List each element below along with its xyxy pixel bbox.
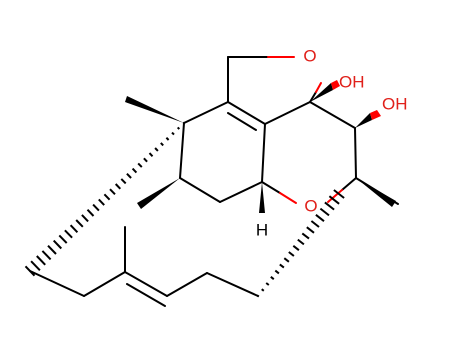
hashed-bond-tick (41, 250, 52, 261)
bond (315, 82, 322, 93)
wedge-bond-hydroxyl-red (370, 110, 381, 120)
double-bond-chain-b (126, 283, 166, 307)
hashed-bond-tick (154, 147, 159, 152)
bond (279, 192, 297, 204)
bond (309, 101, 356, 129)
wedge-bond-hydrogen (259, 182, 265, 213)
double-bond-chain-a (124, 271, 168, 297)
hashed-bond-tick (310, 220, 320, 228)
bond (166, 272, 208, 297)
hydroxyl-label: OH (382, 94, 408, 113)
hashed-bond-tick (120, 178, 127, 185)
hashed-bond-tick (109, 188, 116, 196)
hashed-bond-tick (126, 173, 132, 179)
hashed-bond-tick (328, 195, 340, 205)
wedge-bond-hydroxyl-red (331, 80, 340, 90)
hashed-bond-tick (256, 294, 260, 298)
hashed-bond-tick (114, 183, 122, 190)
hashed-bond-tick (58, 234, 68, 244)
wedge-bond-hydroxyl (310, 83, 333, 102)
bond (309, 91, 317, 103)
bond (261, 123, 266, 183)
hashed-bond-tick (143, 157, 148, 163)
hashed-bond-tick (301, 232, 310, 240)
hydrogen-atom-label: H (256, 220, 268, 239)
bond (206, 272, 259, 297)
hashed-bond-tick (333, 189, 345, 199)
hashed-bond-tick (265, 282, 270, 286)
bond (179, 177, 221, 203)
hashed-bond-tick (297, 238, 305, 246)
wedge-bond-hydroxyl (355, 113, 372, 128)
bond (264, 101, 311, 125)
hashed-bond-tick (47, 245, 57, 255)
oxygen-atom-label: O (304, 196, 317, 215)
hashed-bond-tick (69, 224, 79, 233)
single-bonds (29, 56, 399, 297)
wedge-bond-methyl (125, 96, 184, 123)
hashed-bond-tick (176, 126, 181, 130)
hashed-bond-tick (137, 162, 143, 168)
wedge-bonds (125, 80, 396, 213)
hashed-bond-tick (24, 265, 36, 277)
hashed-bond-tick (306, 226, 315, 234)
bond (261, 181, 281, 194)
double-bonds (124, 101, 266, 307)
hashed-bond-tick (64, 229, 73, 239)
bond (354, 127, 357, 179)
bond (83, 271, 126, 297)
wedge-bond-methyl (137, 178, 180, 209)
hashed-bond-tick (274, 269, 280, 275)
atom-labels: O OH OH O H (256, 46, 408, 239)
bond (341, 177, 357, 191)
hashed-bond-tick (292, 245, 300, 251)
hashed-bond-tick (288, 251, 295, 257)
oxygen-atom-label: O (303, 46, 316, 65)
hashed-bond-tick (81, 214, 89, 223)
hashed-bond-tick (36, 255, 46, 266)
wedge-bond-methyl (356, 178, 396, 207)
hashed-bond-tick (324, 201, 335, 211)
hashed-bond-tick (171, 131, 175, 136)
oxygen-bonds (227, 56, 357, 204)
hashed-bond-tick (182, 121, 186, 125)
hashed-bond-tick (261, 288, 265, 292)
bond (219, 181, 263, 203)
hashed-bond-tick (165, 137, 170, 141)
hashed-bond-tick (283, 257, 290, 263)
hashed-bond-tick (30, 260, 41, 271)
hashed-bond-tick (98, 198, 105, 206)
hashed-bond-tick (86, 209, 95, 217)
hashed-bond-tick (319, 207, 330, 217)
hashed-bond-tick (52, 239, 63, 250)
hashed-bond-tick (160, 142, 164, 147)
hashed-bond-tick (103, 193, 111, 201)
hashed-bond-tick (92, 203, 100, 212)
hashed-bond-tick (75, 219, 84, 228)
hashed-bond-tick (131, 167, 138, 174)
hydroxyl-label: OH (339, 72, 365, 91)
hashed-bonds (24, 121, 345, 298)
hashed-bond-tick (270, 276, 275, 280)
hashed-bond-tick (279, 263, 285, 269)
bond (183, 101, 229, 124)
bond (327, 189, 343, 203)
hashed-bond-tick (315, 214, 325, 222)
hashed-bond-tick (148, 152, 154, 157)
double-bond-ring-b (227, 112, 257, 131)
double-bond-ring-a (227, 101, 266, 125)
bond (179, 122, 185, 179)
bond (29, 270, 85, 297)
